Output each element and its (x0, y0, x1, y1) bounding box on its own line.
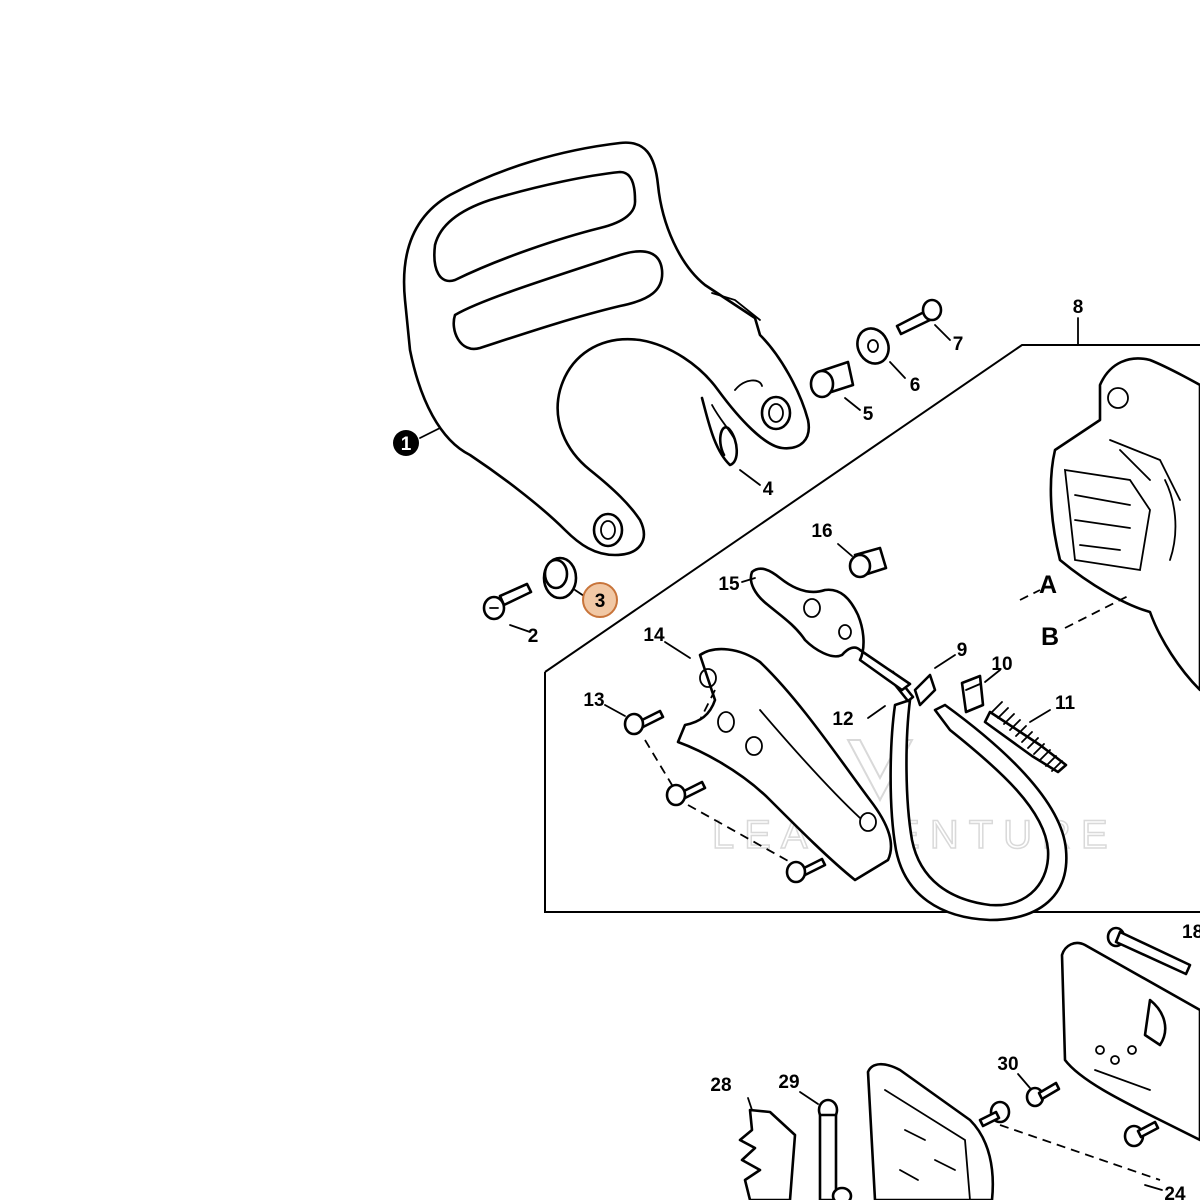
coil-spring-11-part (983, 701, 1068, 774)
bushing-5-part (809, 360, 855, 399)
callout-7[interactable]: 7 (953, 334, 964, 355)
screw-13c-part (785, 857, 827, 884)
screw-13b-part (665, 780, 707, 807)
bushing-16-part (848, 546, 888, 579)
leader-lines (419, 317, 1163, 1191)
bracket-14-part (676, 647, 893, 882)
callout-16[interactable]: 16 (811, 521, 832, 542)
callout-3-highlighted[interactable]: 3 (582, 582, 618, 618)
callout-12[interactable]: 12 (832, 709, 853, 730)
screw-24b-part (1123, 1120, 1160, 1148)
marker-b: B (1041, 623, 1059, 651)
callout-4[interactable]: 4 (763, 479, 774, 500)
callout-6[interactable]: 6 (910, 375, 921, 396)
callout-13[interactable]: 13 (583, 690, 604, 711)
callout-1-label: 1 (401, 434, 412, 455)
callout-9[interactable]: 9 (957, 640, 968, 661)
screw-29-part (817, 1098, 839, 1200)
block-10-part (960, 674, 985, 714)
guide-plate-part (866, 1062, 995, 1200)
lever-15-part (749, 567, 912, 692)
screw-30-part (1025, 1081, 1061, 1108)
callout-24[interactable]: 24 (1164, 1184, 1186, 1200)
screw-24a-part (978, 1100, 1011, 1128)
spring-4-part (700, 396, 739, 467)
brake-band-9-part (889, 673, 1068, 922)
side-plate-part (1060, 941, 1200, 1142)
callout-8[interactable]: 8 (1073, 297, 1084, 318)
callout-30[interactable]: 30 (997, 1054, 1018, 1075)
callout-2[interactable]: 2 (528, 626, 539, 647)
bushing-3-part (542, 556, 578, 600)
callout-10[interactable]: 10 (991, 654, 1012, 675)
callout-1[interactable]: 1 (393, 430, 419, 456)
washer-6-part (856, 327, 890, 365)
callout-3-label: 3 (595, 591, 606, 612)
callout-29[interactable]: 29 (778, 1072, 799, 1093)
callout-15[interactable]: 15 (718, 574, 740, 595)
marker-a: A (1039, 571, 1057, 599)
hand-guard-part (402, 141, 811, 557)
housing-8-part (1049, 357, 1200, 692)
catcher-28-part (738, 1108, 797, 1200)
callout-28[interactable]: 28 (710, 1075, 731, 1096)
callout-14[interactable]: 14 (643, 625, 665, 646)
callout-5[interactable]: 5 (863, 404, 874, 425)
callout-11[interactable]: 11 (1055, 693, 1076, 714)
screw-29b-part (831, 1186, 853, 1200)
screw-18-part (1106, 926, 1192, 976)
callout-18[interactable]: 18 (1182, 922, 1200, 943)
screw-7-part (895, 298, 943, 336)
screw-2-part (482, 582, 533, 621)
screw-13-part (623, 709, 665, 736)
